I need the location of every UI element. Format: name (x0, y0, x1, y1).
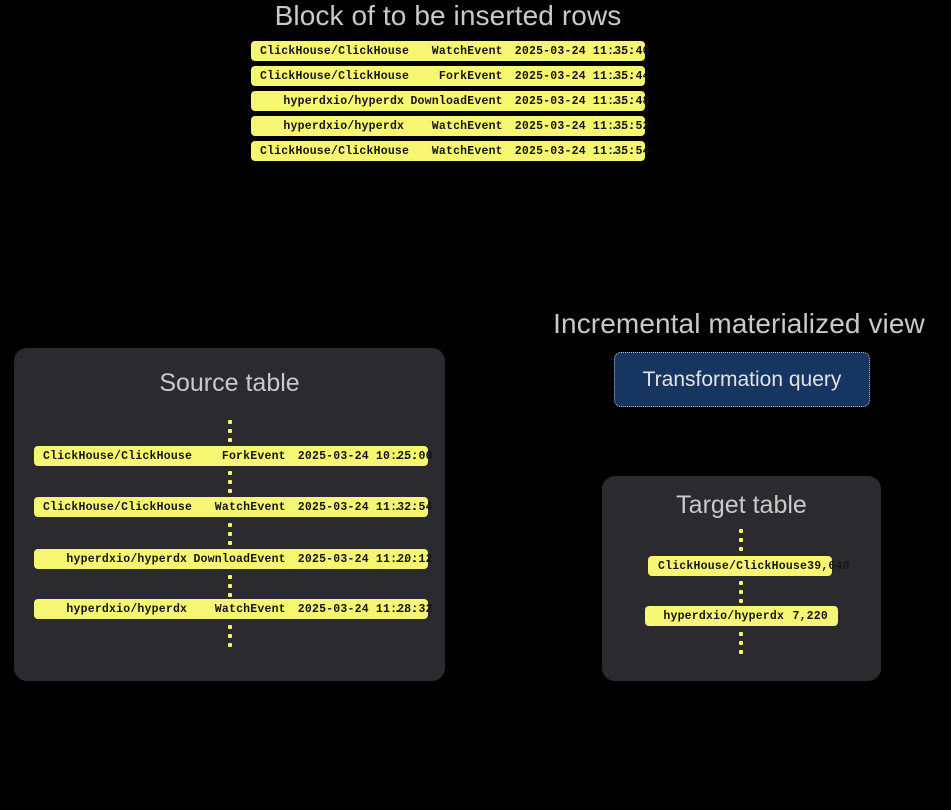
insert-block-title: Block of to be inserted rows (274, 0, 622, 31)
row-event: ForkEvent (221, 449, 286, 463)
row-value: 7,220 (792, 609, 828, 623)
dot (739, 599, 743, 603)
row-repo: hyperdxio/hyperdx (66, 602, 188, 616)
row-repo: ClickHouse/ClickHouse (260, 144, 410, 158)
dot (228, 523, 232, 527)
target-ellipsis-dots (739, 529, 743, 551)
source-table-row: hyperdxio/hyperdx WatchEvent 2025-03-24 … (34, 599, 433, 619)
target-table-row: hyperdxio/hyperdx 7,220 (645, 606, 838, 626)
target-ellipsis-dots (739, 581, 743, 603)
source-ellipsis-dots (228, 575, 232, 597)
dot (228, 541, 232, 545)
row-timestamp: 2025-03-24 11:35:44 (514, 69, 650, 83)
dot (228, 643, 232, 647)
row-repo: ClickHouse/ClickHouse (658, 559, 808, 573)
row-event: WatchEvent (431, 144, 503, 158)
dot (228, 480, 232, 484)
row-ellipsis: ... (610, 69, 636, 83)
dot (739, 538, 743, 542)
row-timestamp: 2025-03-24 10:25:00 (297, 449, 433, 463)
row-ellipsis: ... (610, 144, 636, 158)
row-event: WatchEvent (431, 119, 503, 133)
source-table-row: ClickHouse/ClickHouse ForkEvent 2025-03-… (34, 446, 433, 466)
source-ellipsis-dots (228, 420, 232, 442)
materialized-view-title: Incremental materialized view (553, 308, 925, 339)
dot (228, 625, 232, 629)
dot (739, 641, 743, 645)
row-value: 39,640 (807, 559, 850, 573)
source-ellipsis-dots (228, 625, 232, 647)
dot (739, 581, 743, 585)
dot (228, 584, 232, 588)
row-timestamp: 2025-03-24 11:35:52 (514, 119, 650, 133)
row-event: WatchEvent (214, 500, 286, 514)
row-repo: ClickHouse/ClickHouse (43, 500, 193, 514)
insert-block-row: ClickHouse/ClickHouse WatchEvent 2025-03… (251, 141, 650, 161)
dot (228, 438, 232, 442)
source-ellipsis-dots (228, 471, 232, 493)
row-timestamp: 2025-03-24 11:35:48 (514, 94, 650, 108)
row-timestamp: 2025-03-24 11:35:54 (514, 144, 650, 158)
row-event: ForkEvent (438, 69, 503, 83)
row-timestamp: 2025-03-24 11:28:32 (297, 602, 433, 616)
dot (228, 429, 232, 433)
row-timestamp: 2025-03-24 11:20:12 (297, 552, 433, 566)
row-ellipsis: ... (610, 94, 636, 108)
row-ellipsis: ... (393, 449, 419, 463)
dot (228, 575, 232, 579)
dot (739, 590, 743, 594)
target-ellipsis-dots (739, 632, 743, 654)
row-timestamp: 2025-03-24 11:32:54 (297, 500, 433, 514)
row-repo: hyperdxio/hyperdx (283, 94, 405, 108)
row-ellipsis: ... (610, 44, 636, 58)
row-event: WatchEvent (431, 44, 503, 58)
row-ellipsis: ... (393, 552, 419, 566)
insert-block-row: ClickHouse/ClickHouse WatchEvent 2025-03… (251, 41, 650, 61)
dot (228, 471, 232, 475)
row-ellipsis: ... (393, 500, 419, 514)
dot (228, 489, 232, 493)
dot (228, 532, 232, 536)
dot (228, 634, 232, 638)
row-repo: ClickHouse/ClickHouse (260, 44, 410, 58)
transformation-query-box[interactable]: Transformation query (614, 352, 870, 407)
target-table-row: ClickHouse/ClickHouse 39,640 (648, 556, 850, 576)
row-repo: hyperdxio/hyperdx (283, 119, 405, 133)
insert-block-row: hyperdxio/hyperdx DownloadEvent 2025-03-… (251, 91, 650, 111)
insert-block-row: ClickHouse/ClickHouse ForkEvent 2025-03-… (251, 66, 650, 86)
dot (739, 650, 743, 654)
target-table-panel: Target table (602, 476, 881, 681)
dot (739, 529, 743, 533)
row-repo: hyperdxio/hyperdx (66, 552, 188, 566)
row-repo: hyperdxio/hyperdx (663, 609, 785, 623)
dot (739, 547, 743, 551)
source-table-row: hyperdxio/hyperdx DownloadEvent 2025-03-… (34, 549, 433, 569)
row-ellipsis: ... (610, 119, 636, 133)
source-table-row: ClickHouse/ClickHouse WatchEvent 2025-03… (34, 497, 433, 517)
insert-block-row: hyperdxio/hyperdx WatchEvent 2025-03-24 … (251, 116, 650, 136)
row-repo: ClickHouse/ClickHouse (260, 69, 410, 83)
source-ellipsis-dots (228, 523, 232, 545)
row-event: WatchEvent (214, 602, 286, 616)
dot (228, 593, 232, 597)
dot (739, 632, 743, 636)
dot (228, 420, 232, 424)
row-timestamp: 2025-03-24 11:35:40 (514, 44, 650, 58)
row-event: DownloadEvent (410, 94, 503, 108)
row-ellipsis: ... (393, 602, 419, 616)
row-event: DownloadEvent (193, 552, 286, 566)
target-table-title: Target table (676, 491, 807, 519)
row-repo: ClickHouse/ClickHouse (43, 449, 193, 463)
source-table-title: Source table (159, 369, 300, 397)
